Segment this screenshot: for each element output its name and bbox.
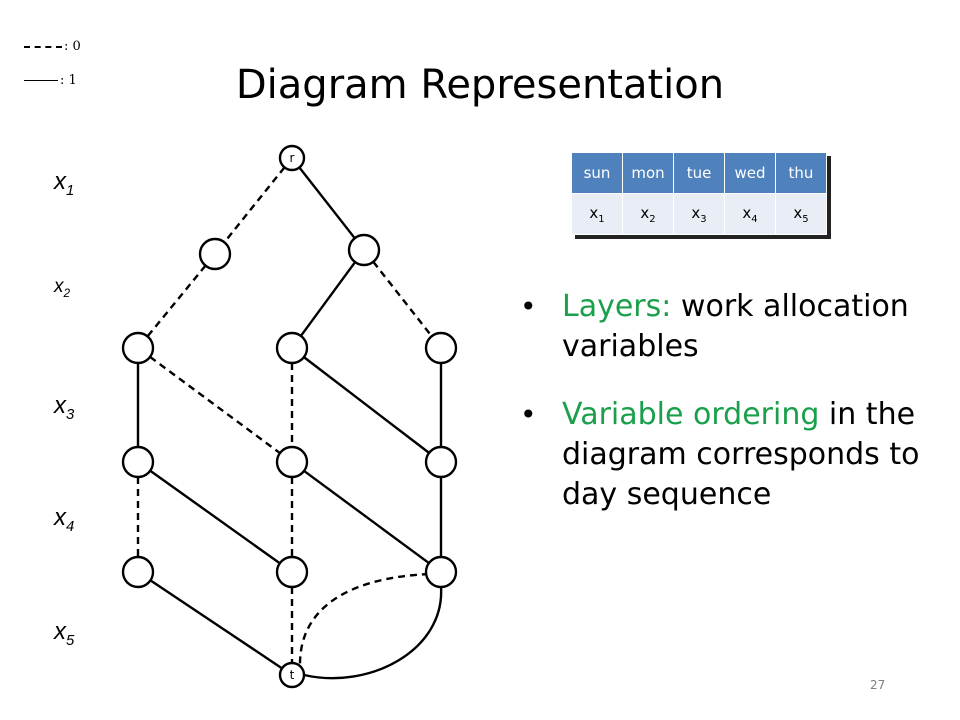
diagram-node-r bbox=[278, 144, 306, 172]
layer-label-x1: x1 bbox=[54, 168, 74, 199]
table-header-cell: sun bbox=[571, 152, 623, 194]
layer-label-sub: 5 bbox=[66, 632, 75, 649]
node-label: r bbox=[290, 151, 295, 165]
node-label: t bbox=[290, 668, 295, 682]
diagram-node-n4b bbox=[275, 445, 309, 479]
layer-label-sub: 4 bbox=[66, 518, 75, 535]
layer-label-name: x bbox=[54, 504, 66, 531]
table-cell: x4 bbox=[724, 193, 776, 235]
bullet-list: • Layers: work allocation variables • Va… bbox=[520, 287, 940, 515]
diagram-node-n4c bbox=[424, 445, 458, 479]
layer-label-sub: 3 bbox=[66, 406, 75, 423]
table-header-cell: mon bbox=[622, 152, 674, 194]
table-cell: x2 bbox=[622, 193, 674, 235]
legend-one-label: : 1 bbox=[60, 73, 77, 88]
layer-label-x3: x3 bbox=[54, 392, 74, 423]
dashed-line-sample bbox=[24, 45, 62, 48]
day-variable-table: sun mon tue wed thu x1 x2 x3 x4 x5 bbox=[571, 152, 827, 235]
zero-arc bbox=[372, 261, 433, 337]
diagram-node-n5b bbox=[275, 555, 309, 589]
legend-one: : 1 bbox=[24, 73, 77, 88]
bullet-dot-icon: • bbox=[520, 398, 537, 431]
bullet-text: in the diagram corresponds to day sequen… bbox=[562, 397, 920, 512]
diagram-node-n5c bbox=[424, 555, 458, 589]
layer-label-name: x bbox=[54, 392, 66, 419]
node-layer: rt bbox=[121, 144, 458, 689]
layer-label-x2: x2 bbox=[54, 276, 70, 300]
legend-zero: : 0 bbox=[24, 39, 81, 54]
table-cell: x1 bbox=[571, 193, 623, 235]
solid-line-sample bbox=[24, 80, 58, 81]
cell-var-sub: 3 bbox=[700, 213, 707, 225]
diagram-node-n2b bbox=[347, 233, 381, 267]
layer-label-name: x bbox=[54, 276, 64, 297]
table-header-cell: thu bbox=[775, 152, 827, 194]
cell-var-name: x bbox=[742, 203, 752, 222]
layer-label-x4: x4 bbox=[54, 504, 74, 535]
diagram-node-n4a bbox=[121, 445, 155, 479]
cell-var-name: x bbox=[640, 203, 650, 222]
cell-var-sub: 2 bbox=[649, 213, 656, 225]
table-header-cell: wed bbox=[724, 152, 776, 194]
table-header-row: sun mon tue wed thu bbox=[571, 152, 827, 194]
diagram-node-n3a bbox=[121, 331, 155, 365]
bullet-item-ordering: • Variable ordering in the diagram corre… bbox=[520, 395, 940, 515]
bullet-highlight: Variable ordering bbox=[562, 397, 820, 432]
layer-label-name: x bbox=[54, 618, 66, 645]
bullet-item-layers: • Layers: work allocation variables bbox=[520, 287, 940, 367]
bullet-text: work allocation variables bbox=[562, 289, 909, 364]
one-arc bbox=[303, 356, 430, 454]
diagram-node-n3b bbox=[275, 331, 309, 365]
one-arc bbox=[149, 579, 283, 670]
cell-var-name: x bbox=[793, 203, 803, 222]
layer-label-sub: 1 bbox=[66, 182, 75, 199]
table-row: x1 x2 x3 x4 x5 bbox=[571, 193, 827, 235]
one-arc bbox=[303, 586, 443, 680]
zero-arc bbox=[146, 264, 207, 338]
page-number: 27 bbox=[870, 678, 886, 692]
cell-var-name: x bbox=[589, 203, 599, 222]
table-header-cell: tue bbox=[673, 152, 725, 194]
cell-var-sub: 4 bbox=[751, 213, 758, 225]
table-cell: x3 bbox=[673, 193, 725, 235]
layer-label-x5: x5 bbox=[54, 618, 74, 649]
bullet-highlight: Layers: bbox=[562, 289, 672, 324]
diagram-node-t bbox=[278, 661, 306, 689]
arc-layer bbox=[136, 166, 443, 680]
one-arc bbox=[149, 469, 281, 565]
page-title: Diagram Representation bbox=[235, 62, 725, 108]
table-cell: x5 bbox=[775, 193, 827, 235]
diagram-node-n5a bbox=[121, 555, 155, 589]
legend-zero-label: : 0 bbox=[64, 39, 81, 54]
diagram-node-n2a bbox=[198, 237, 232, 271]
bullet-dot-icon: • bbox=[520, 290, 537, 323]
one-arc bbox=[299, 261, 357, 337]
zero-arc bbox=[223, 166, 286, 244]
zero-arc bbox=[149, 355, 281, 455]
cell-var-name: x bbox=[691, 203, 701, 222]
cell-var-sub: 1 bbox=[598, 213, 605, 225]
cell-var-sub: 5 bbox=[802, 213, 809, 225]
one-arc bbox=[298, 166, 356, 239]
one-arc bbox=[303, 469, 430, 565]
zero-arc bbox=[298, 572, 430, 665]
layer-label-sub: 2 bbox=[63, 286, 71, 300]
layer-label-name: x bbox=[54, 168, 66, 195]
diagram-node-n3c bbox=[424, 331, 458, 365]
